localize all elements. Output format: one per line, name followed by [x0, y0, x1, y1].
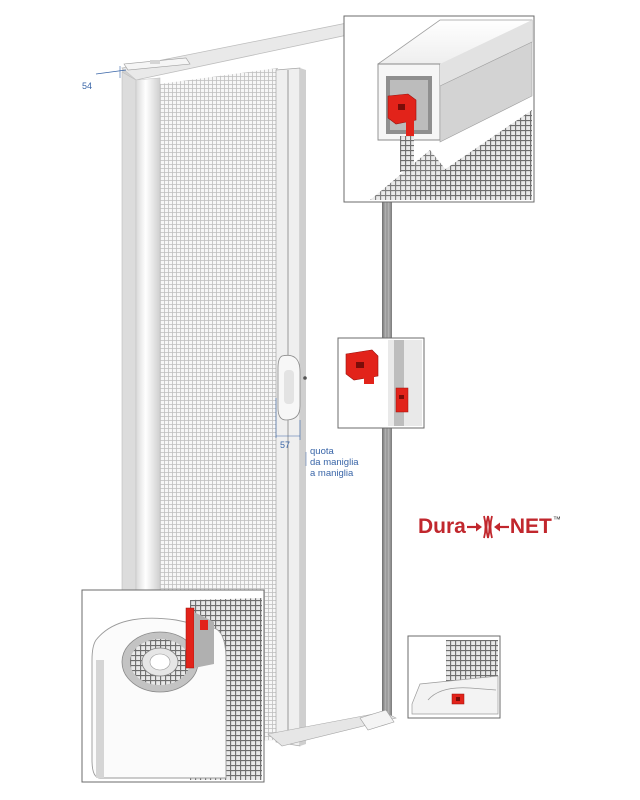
guide-rail [382, 198, 392, 716]
detail-threshold [407, 635, 501, 719]
dimension-54 [95, 66, 127, 78]
logo-trademark: ™ [552, 515, 561, 524]
logo-dura-text: Dura [418, 515, 466, 538]
logo-net-text: NET [509, 515, 552, 538]
dimension-57-label: 57 [280, 440, 291, 450]
handle-distance-note: quota da maniglia a maniglia [310, 446, 359, 479]
door-handle [277, 354, 307, 421]
mesh-panel [160, 68, 278, 742]
note-line-3: a maniglia [310, 468, 354, 479]
compression-arrows-icon [466, 515, 509, 539]
dimension-57 [275, 398, 301, 440]
dimension-54-label: 54 [82, 81, 93, 91]
detail-cassette [81, 589, 265, 783]
detail-slider [337, 337, 425, 429]
duranet-logo: Dura NET ™ [418, 512, 561, 542]
detail-top-rail [343, 15, 535, 203]
note-line-1: quota [310, 446, 334, 457]
bottom-threshold [267, 709, 397, 747]
note-line-2: da maniglia [310, 457, 359, 468]
